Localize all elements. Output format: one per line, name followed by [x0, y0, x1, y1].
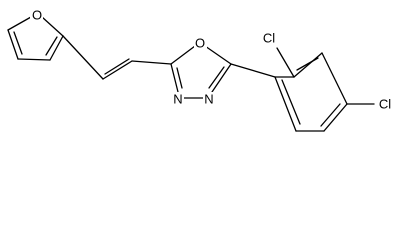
bond-oxa-c2-o1: [170, 45, 196, 65]
oxadiazole-oxygen-label: O: [195, 36, 205, 51]
bond-furan-to-vinyl: [62, 35, 104, 80]
bond-furan-o-c5: [7, 16, 32, 31]
bond-ph-c4-c5-inner: [320, 103, 341, 127]
bond-vinyl-double-outer: [102, 60, 133, 80]
oxadiazole-n4-bg: [203, 92, 215, 107]
molecule-structure: O O N N Cl Cl: [7, 7, 395, 132]
atom-labels: O O N N Cl Cl: [30, 8, 395, 112]
oxadiazole-ring: [170, 45, 232, 99]
bond-oxa-n3-c2: [170, 63, 179, 93]
bond-furan-c5-c4-inner: [13, 31, 23, 55]
bond-oxa-o1-c5: [204, 45, 232, 65]
bond-furan-c5-c4: [7, 29, 19, 60]
bond-furan-c4-c3: [17, 58, 51, 61]
chlorine-ortho-label: Cl: [263, 31, 275, 46]
bond-ph-c4-c5: [323, 103, 348, 132]
bond-ph-c3-c4: [321, 52, 348, 105]
chlorine-para-bg: [375, 96, 395, 111]
bond-furan-c3-c2: [49, 35, 64, 61]
bond-oxa-c5-n4: [211, 63, 232, 93]
bond-ph-c6-c1: [274, 76, 297, 132]
dichlorophenyl-ring: [230, 47, 375, 132]
bond-ph-c2-c3: [293, 52, 323, 78]
bond-oxa-n3-c2-inner: [176, 67, 183, 89]
vinyl-linker: [62, 35, 172, 80]
bond-c2-cl: [276, 47, 295, 78]
furan-oxygen-label: O: [32, 8, 42, 23]
oxadiazole-n3-bg: [172, 92, 184, 107]
oxadiazole-oxygen-bg: [194, 36, 207, 51]
furan-oxygen-bg: [30, 8, 43, 23]
oxadiazole-n4-label: N: [204, 92, 213, 107]
bond-oxa-c5-n4-inner: [208, 66, 225, 89]
oxadiazole-n3-label: N: [173, 92, 182, 107]
bond-vinyl-to-oxadiazole: [131, 60, 172, 65]
chlorine-para-label: Cl: [379, 97, 391, 112]
bond-ph-c6-c1-inner: [281, 79, 301, 125]
bond-furan-c3-c2-inner: [45, 36, 58, 56]
chlorine-ortho-bg: [260, 31, 280, 46]
furan-ring: [7, 16, 64, 61]
bond-furan-o-c2: [41, 16, 64, 37]
bond-oxa-to-phenyl: [230, 63, 276, 78]
bond-vinyl-double-inner: [104, 58, 130, 75]
bond-ph-c2-c3-inner: [296, 57, 319, 71]
